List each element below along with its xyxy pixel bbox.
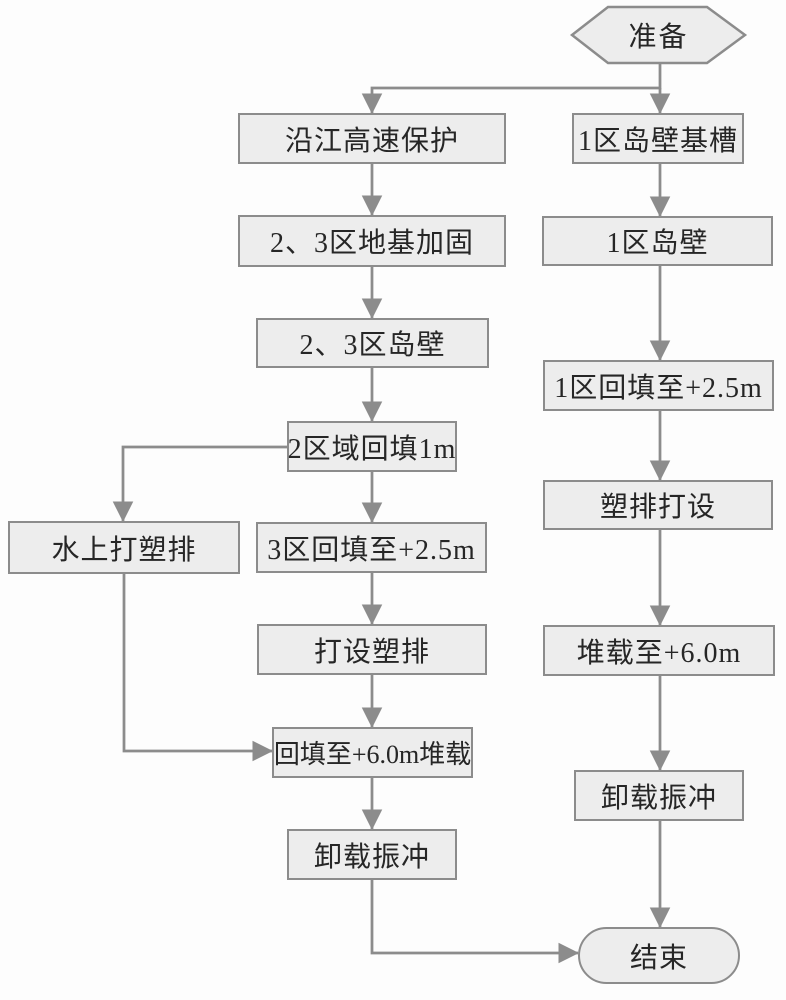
connector-unload-left-to-end: [370, 880, 580, 964]
node-zone3-backfill-2-5m: 3区回填至+2.5m: [256, 522, 487, 573]
node-water-plastic-drains: 水上打塑排: [8, 521, 240, 574]
node-highway-protection: 沿江高速保护: [238, 113, 506, 164]
connector-water-drains-to-surcharge: [122, 574, 274, 762]
node-zone1-island-wall: 1区岛壁: [542, 216, 773, 266]
node-end: 结束: [578, 927, 740, 984]
node-zone23-island-wall: 2、3区岛壁: [256, 318, 489, 368]
node-surcharge-6m: 堆载至+6.0m: [543, 625, 775, 676]
node-unload-vibro-left: 卸载振冲: [287, 829, 457, 880]
node-backfill-6m-surcharge: 回填至+6.0m堆载: [272, 727, 473, 778]
node-zone1-backfill-2-5m: 1区回填至+2.5m: [543, 360, 774, 411]
node-zone1-trench: 1区岛壁基槽: [572, 113, 744, 164]
node-zone23-foundation: 2、3区地基加固: [238, 215, 506, 267]
node-zone2-backfill-1m: 2区域回填1m: [287, 421, 457, 472]
node-start: 准备: [628, 22, 689, 53]
connector-start-to-highway: [361, 63, 662, 115]
start-hexagon-shape: [569, 5, 748, 65]
connector-backfill1m-to-water-drains: [112, 445, 287, 523]
node-unload-vibro-right: 卸载振冲: [574, 770, 744, 821]
node-install-plastic-drains: 打设塑排: [257, 624, 487, 675]
node-plastic-drain-install: 塑排打设: [543, 480, 773, 530]
